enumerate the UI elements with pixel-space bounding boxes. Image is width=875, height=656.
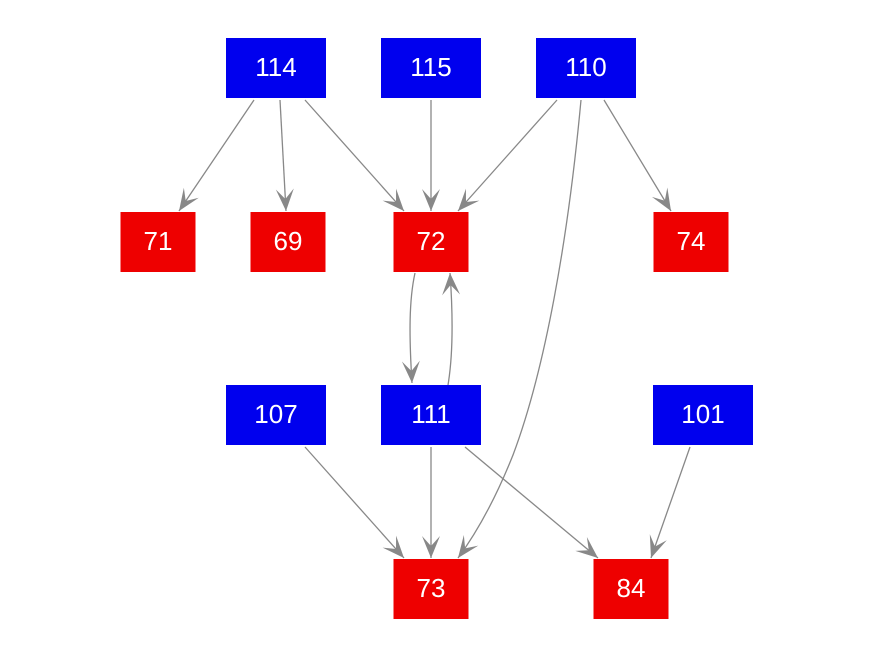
node-label-111: 111: [411, 399, 451, 429]
node-box-101[interactable]: [653, 385, 753, 445]
node-84[interactable]: 84: [593, 559, 669, 619]
node-box-115[interactable]: [381, 38, 481, 98]
node-label-114: 114: [255, 52, 296, 82]
node-box-69[interactable]: [250, 212, 326, 272]
arrowhead-114-71: [179, 187, 199, 211]
edge-line-110-72: [457, 99, 558, 212]
node-114[interactable]: 114: [226, 38, 326, 98]
node-101[interactable]: 101: [653, 385, 753, 445]
node-box-107[interactable]: [226, 385, 326, 445]
arrowhead-114-69: [275, 188, 294, 211]
edge-110-72: [457, 99, 558, 212]
edge-line-114-72: [304, 99, 405, 212]
edge-111-72: [442, 272, 461, 386]
edge-114-69: [275, 99, 294, 212]
node-box-111[interactable]: [381, 385, 481, 445]
edge-107-73: [304, 446, 405, 559]
edge-72-111: [401, 272, 420, 384]
node-label-69: 69: [274, 226, 303, 256]
node-111[interactable]: 111: [381, 385, 481, 445]
node-73[interactable]: 73: [393, 559, 469, 619]
edge-114-72: [304, 99, 405, 212]
edge-111-73: [422, 447, 440, 558]
arrowhead-101-84: [649, 534, 667, 558]
edge-114-71: [178, 99, 255, 212]
node-label-72: 72: [417, 226, 446, 256]
edge-line-111-72: [447, 272, 453, 386]
edge-line-114-71: [178, 99, 255, 212]
edge-110-73: [457, 99, 582, 559]
edge-line-110-74: [603, 99, 672, 212]
edge-110-74: [603, 99, 672, 212]
arrowhead-111-73: [422, 536, 440, 558]
node-label-107: 107: [254, 399, 297, 429]
edge-115-72: [422, 100, 440, 211]
edge-line-107-73: [304, 446, 405, 559]
edge-101-84: [649, 446, 691, 559]
node-label-71: 71: [144, 226, 173, 256]
arrowhead-111-72: [442, 273, 461, 296]
node-label-84: 84: [617, 573, 646, 603]
node-box-72[interactable]: [393, 212, 469, 272]
arrowhead-110-72: [458, 188, 480, 211]
node-box-71[interactable]: [120, 212, 196, 272]
arrowhead-72-111: [401, 360, 420, 383]
edge-line-114-69: [279, 99, 287, 212]
node-box-114[interactable]: [226, 38, 326, 98]
node-label-73: 73: [417, 573, 446, 603]
edge-line-111-84: [464, 446, 599, 559]
node-label-74: 74: [677, 226, 706, 256]
node-label-101: 101: [681, 399, 724, 429]
node-box-84[interactable]: [593, 559, 669, 619]
arrowhead-111-84: [575, 536, 598, 558]
arrowhead-114-72: [382, 188, 404, 211]
node-72[interactable]: 72: [393, 212, 469, 272]
edge-layer: [178, 99, 691, 559]
edge-line-72-111: [409, 272, 416, 384]
node-box-73[interactable]: [393, 559, 469, 619]
arrowhead-115-72: [422, 189, 440, 211]
arrowhead-110-73: [458, 534, 479, 558]
node-69[interactable]: 69: [250, 212, 326, 272]
arrowhead-110-74: [651, 187, 671, 211]
node-71[interactable]: 71: [120, 212, 196, 272]
arrowhead-107-73: [382, 535, 404, 558]
node-box-74[interactable]: [653, 212, 729, 272]
node-box-110[interactable]: [536, 38, 636, 98]
node-107[interactable]: 107: [226, 385, 326, 445]
node-74[interactable]: 74: [653, 212, 729, 272]
node-115[interactable]: 115: [381, 38, 481, 98]
node-layer: 114 115 110 71 69 72 74 107 111 101 73 84: [120, 38, 753, 619]
edge-line-101-84: [650, 446, 691, 559]
edge-line-110-73: [457, 99, 582, 559]
node-label-115: 115: [410, 52, 451, 82]
edge-111-84: [464, 446, 599, 559]
node-label-110: 110: [565, 52, 606, 82]
node-110[interactable]: 110: [536, 38, 636, 98]
